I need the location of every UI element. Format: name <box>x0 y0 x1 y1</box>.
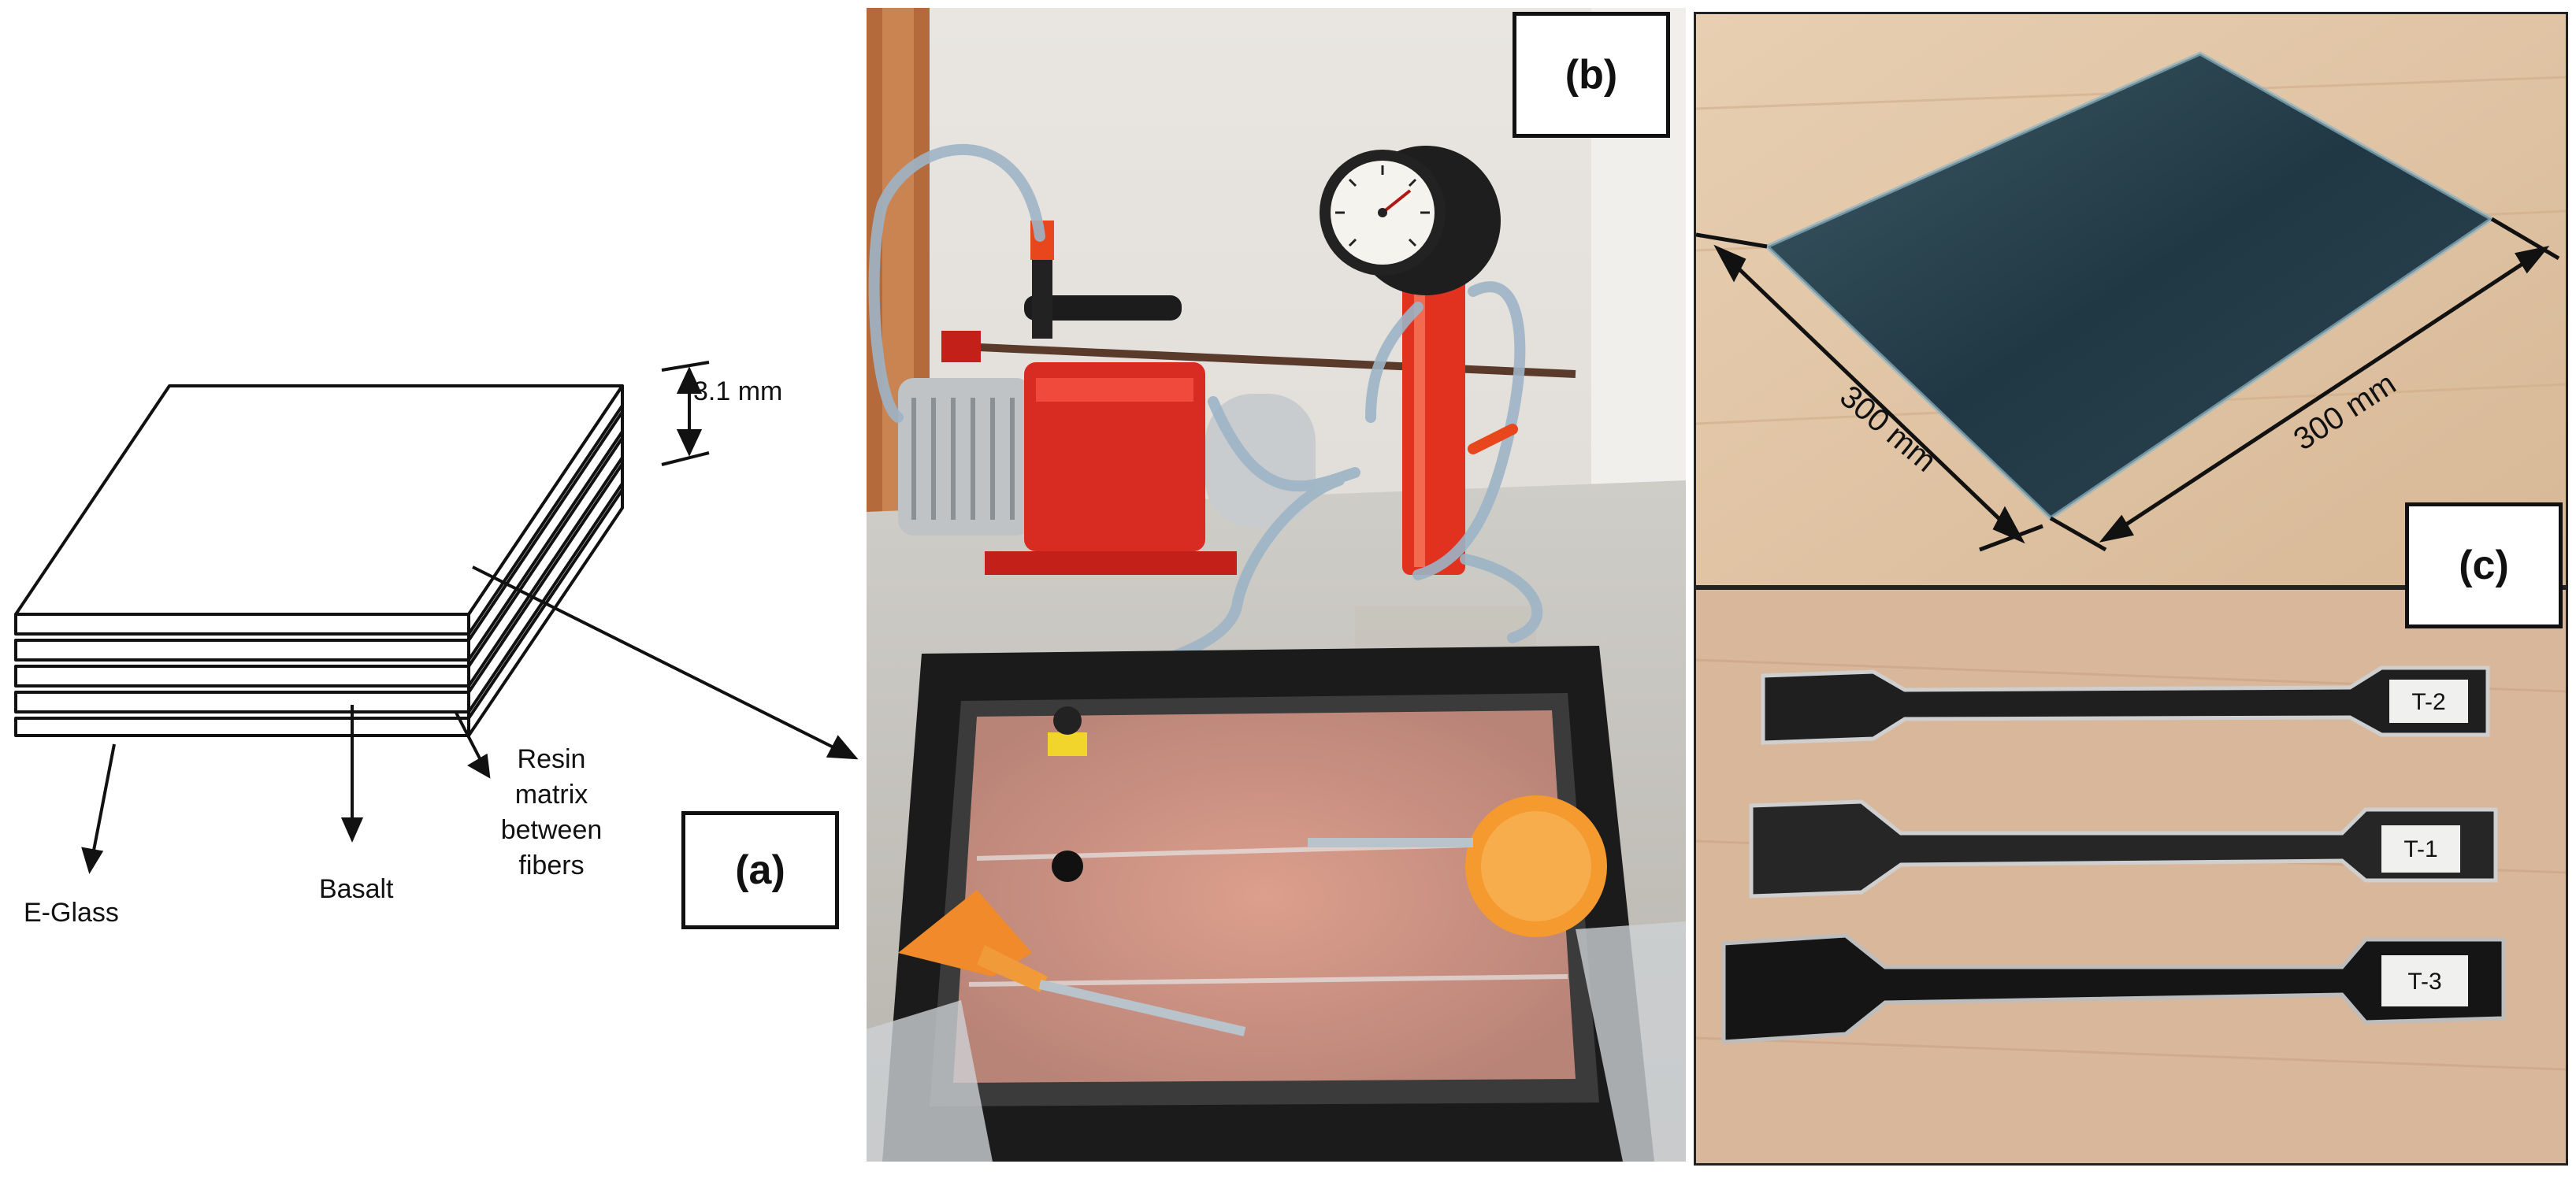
layer-3 <box>14 665 470 688</box>
specimen-label-t3: T-3 <box>2407 969 2441 995</box>
specimen-tag-t3 <box>2381 955 2468 1006</box>
label-resin-4: fibers <box>518 851 584 880</box>
resin-funnel-left <box>898 890 1246 1036</box>
panel-c-plate-and-specimens: 300 mm 300 mm T-2 T-1 T-3 (c) <box>1694 12 2568 1166</box>
specimen-label-t2: T-2 <box>2411 689 2445 715</box>
plate-specimens-illustration: 300 mm 300 mm T-2 T-1 T-3 <box>1696 14 2566 1163</box>
layer-5 <box>14 717 470 737</box>
mold-frame <box>867 646 1686 1162</box>
legend-arrows <box>81 705 491 874</box>
plate-dimension-left <box>1696 232 2043 552</box>
plate-dimension-right <box>2049 217 2560 552</box>
vacuum-bag <box>953 710 1576 1083</box>
tensile-specimen-t2 <box>1761 665 2490 745</box>
vacuum-tubes <box>868 144 1543 667</box>
vartm-setup-illustration <box>867 8 1686 1162</box>
spiral-tube-connector <box>1052 851 1083 882</box>
label-resin-2: matrix <box>515 780 588 810</box>
tensile-specimen-t1 <box>1749 799 2498 899</box>
label-basalt: Basalt <box>319 874 394 904</box>
fiber-preform <box>953 710 1576 1083</box>
metal-rod <box>960 343 1576 378</box>
specimen-tag-t2 <box>2389 680 2468 723</box>
thickness-label: 3.1 mm <box>693 376 782 406</box>
layer-1 <box>14 613 470 636</box>
inlet-port <box>1048 732 1087 756</box>
panel-c-tag: (c) <box>2405 502 2563 628</box>
panel-b-tag: (b) <box>1513 12 1670 138</box>
tensile-specimen-t3 <box>1721 933 2506 1044</box>
thickness-dimension <box>661 361 710 466</box>
label-resin-1: Resin <box>518 744 586 774</box>
panel-b-vartm-setup-photo: (b) <box>867 8 1686 1162</box>
specimen-label-t1: T-1 <box>2403 836 2437 862</box>
laminate-plate <box>1767 54 2492 518</box>
specimen-tag-t1 <box>2381 825 2460 873</box>
pump-handle <box>1024 295 1182 321</box>
laminate-diagram: 3.1 mm E-Glass Basalt Resin matrix betwe… <box>14 361 859 928</box>
layer-2 <box>14 639 470 662</box>
zoom-arrow <box>472 565 859 760</box>
vacuum-pump <box>898 221 1316 575</box>
resin-funnel-right <box>1308 795 1607 937</box>
label-resin-3: between <box>501 815 603 845</box>
label-eglass: E-Glass <box>24 898 119 928</box>
laminate-side-face <box>467 384 624 737</box>
resin-trap-gauge <box>1320 146 1501 575</box>
panel-a-laminate-schematic: 3.1 mm E-Glass Basalt Resin matrix betwe… <box>0 0 859 1186</box>
panel-a-tag: (a) <box>681 811 839 929</box>
photo-divider <box>1696 585 2566 590</box>
layer-4 <box>14 691 470 713</box>
